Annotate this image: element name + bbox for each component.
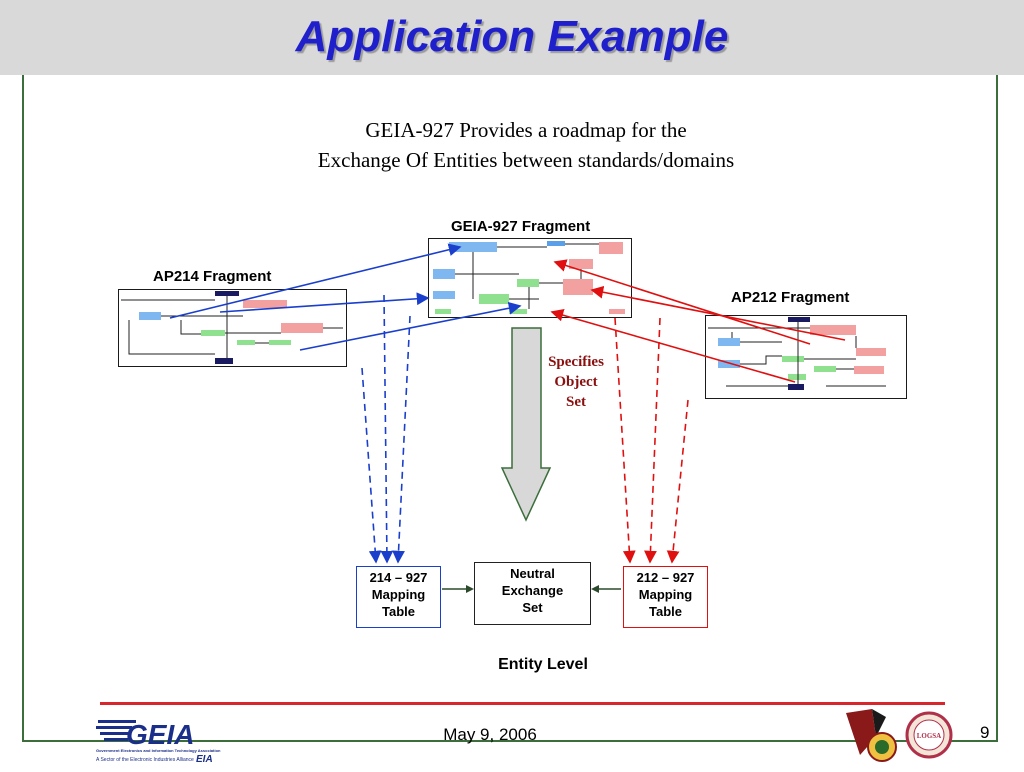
geia-fragment-thumbnail (433, 241, 625, 314)
map214-line-1: 214 – 927 (369, 570, 428, 585)
subtitle-line-1: GEIA-927 Provides a roadmap for the (365, 118, 687, 142)
geia-tagline-1: Government Electronics and Information T… (96, 748, 221, 753)
geia-logo: GEIA (96, 716, 236, 766)
ap212-fragment-label: AP212 Fragment (731, 289, 850, 306)
map212-line-2: Mapping (638, 587, 693, 602)
specifies-line-1: Specifies (548, 354, 604, 370)
geia-fragment-label: GEIA-927 Fragment (451, 218, 591, 235)
neutral-line-3: Set (522, 600, 543, 615)
ap214-fragment-thumbnail (121, 291, 343, 364)
geia-fragment-diagram (428, 238, 632, 318)
ap214-fragment-label: AP214 Fragment (153, 268, 272, 285)
map212-line-1: 212 – 927 (636, 570, 695, 585)
neutral-line-2: Exchange (501, 583, 564, 598)
ap212-fragment-diagram (705, 315, 907, 399)
specifies-line-2: Object (554, 374, 598, 390)
specifies-line-3: Set (566, 394, 586, 410)
slide-frame (22, 75, 998, 742)
footer-date: May 9, 2006 (443, 725, 537, 744)
ap214-dashed-arrows (361, 294, 411, 564)
ap214-to-geia-arrows (169, 243, 522, 351)
geia-tagline-2: A Sector of the Electronic Industries Al… (96, 757, 194, 763)
ap212-fragment-thumbnail (708, 317, 886, 390)
slide-title: Application Example (295, 12, 729, 61)
army-materiel-logo (842, 707, 898, 767)
title-band (0, 0, 1024, 75)
geia-wordmark: GEIA (126, 719, 194, 750)
map214-box: 214 – 927 Mapping Table (356, 566, 441, 628)
army-shield-icon (846, 709, 897, 762)
map214-line-3: Table (382, 604, 415, 619)
ap212-to-geia-arrows (550, 259, 846, 383)
map214-line-2: Mapping (371, 587, 426, 602)
subtitle-line-2: Exchange Of Entities between standards/d… (317, 148, 735, 172)
neutral-exchange-set-box: Neutral Exchange Set (474, 562, 591, 625)
logsa-text: LOGSA (917, 732, 942, 740)
geia-logo-graphic: GEIA (96, 719, 194, 750)
footer-rule (100, 702, 945, 705)
ap212-dashed-arrows (614, 317, 689, 564)
map212-box: 212 – 927 Mapping Table (623, 566, 708, 628)
specifies-down-arrow (500, 327, 552, 522)
logsa-logo: LOGSA (904, 710, 954, 760)
neutral-line-1: Neutral (510, 566, 555, 581)
logsa-badge-icon: LOGSA (905, 711, 953, 759)
entity-level-label: Entity Level (498, 656, 588, 673)
map212-line-3: Table (649, 604, 682, 619)
eia-mark: EIA (196, 754, 213, 765)
page-number: 9 (980, 723, 990, 742)
specifies-object-set-label: Specifies Object Set (531, 352, 621, 412)
